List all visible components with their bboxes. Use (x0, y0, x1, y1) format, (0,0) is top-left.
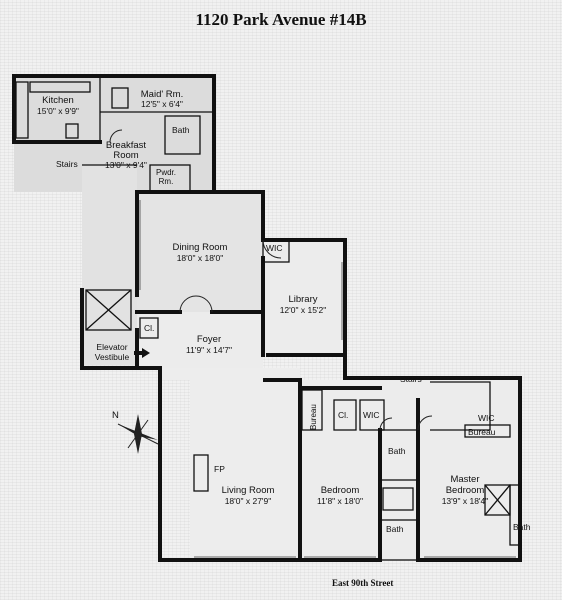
compass-icon (117, 414, 159, 454)
door-bath (379, 417, 393, 431)
bath-maid-box (164, 115, 201, 155)
wall-master-outline (416, 376, 522, 562)
maid-bed (111, 87, 129, 109)
wic-master-box (430, 381, 491, 431)
library-fill (263, 240, 345, 355)
kitchen-counter (15, 81, 29, 139)
wall-top-service (12, 74, 216, 114)
door-master (417, 415, 433, 431)
kitchen-counter-top (29, 81, 91, 93)
foyer-dim: 11'9" x 14'7" (186, 345, 232, 355)
library-name: Library (288, 294, 317, 305)
tub-bedroom-bath (382, 487, 414, 511)
bath-lower-box (379, 519, 419, 561)
closet-bed-box (333, 399, 357, 431)
wall-service-right (212, 110, 265, 242)
bedrooms-fill (300, 380, 520, 560)
powder-name2: Rm. (159, 177, 174, 186)
windows (139, 200, 516, 558)
maid-dim: 12'5" x 6'4" (141, 99, 183, 109)
bath-master-name: Bath (513, 522, 531, 532)
bureau-master-box (464, 424, 511, 438)
breakfast-dim: 13'0" x 9'4" (105, 160, 147, 170)
living-fill (160, 368, 300, 560)
wic-library-box (262, 239, 290, 263)
bedroom-dim: 11'8" x 18'0" (317, 496, 363, 506)
bureau-left-name: Bureau (309, 404, 318, 430)
maid-name: Maid' Rm. (141, 89, 183, 100)
foyer-closet-box (139, 317, 159, 339)
living-name: Living Room (222, 485, 275, 496)
kitchen-dim: 15'0" x 9'9" (37, 106, 79, 116)
master-name: Master (450, 474, 479, 485)
closet-bed-name: Cl. (338, 410, 348, 420)
living-dim: 18'0" x 27'9" (225, 496, 272, 506)
wall-living-right (263, 378, 302, 562)
wic-bed-box (359, 399, 385, 431)
foyer-name: Foyer (197, 334, 221, 345)
bureau-master-name: Bureau (468, 427, 496, 437)
bedroom-name: Bedroom (321, 485, 360, 496)
bath-maid-name: Bath (172, 125, 190, 135)
wall-kitchen-left (12, 74, 102, 144)
door-kitchen (109, 129, 123, 143)
kitchen-stove (65, 123, 79, 139)
dining-dim: 18'0" x 18'0" (177, 253, 224, 263)
door-dining-right (195, 295, 213, 313)
foyer-closet-name: Cl. (144, 323, 154, 333)
wall-vestibule (80, 288, 192, 562)
entry-arrow-icon (142, 348, 150, 358)
stairs-right-name: Stairs (400, 374, 422, 384)
wall-stairs-right (343, 353, 420, 380)
interior-walls (15, 78, 521, 561)
floorplan-title: 1120 Park Avenue #14B (195, 10, 367, 29)
street-label: East 90th Street (332, 578, 394, 588)
foyer-fill (137, 312, 263, 370)
powder-name: Pwdr. (156, 168, 176, 177)
dining-fill (137, 192, 263, 312)
compass-north-label: N (112, 410, 119, 421)
wic-library-name: WIC (266, 243, 283, 253)
doors (109, 129, 433, 431)
kitchen-name: Kitchen (42, 95, 74, 106)
wic-master-name: WIC (478, 413, 495, 423)
stair-hall-fill (82, 165, 137, 365)
master-dim: 13'9" x 18'4" (442, 496, 489, 506)
bureau-box (301, 389, 323, 431)
powder-box (149, 164, 191, 193)
library-dim: 12'0" x 15'2" (280, 305, 327, 315)
elevator-shaft (85, 289, 132, 331)
stairs-left-name: Stairs (56, 159, 78, 169)
elevator-name2: Vestibule (95, 352, 130, 362)
door-dining-left (179, 295, 197, 313)
fireplace-box (193, 454, 209, 492)
dining-name: Dining Room (173, 242, 228, 253)
room-labels: Kitchen 15'0" x 9'9" Maid' Rm. 12'5" x 6… (37, 89, 531, 534)
bath-mid-name: Bath (388, 446, 406, 456)
master-name2: Bedroom (446, 485, 485, 496)
wic-bed-name: WIC (363, 410, 380, 420)
bath-lower-name: Bath (386, 524, 404, 534)
door-library (262, 239, 282, 259)
bath-mid-box (379, 429, 419, 481)
breakfast-name2: Room (113, 150, 138, 161)
breakfast-name: Breakfast (106, 140, 146, 151)
fireplace-name: FP (214, 464, 225, 474)
elevator-name: Elevator (96, 342, 127, 352)
shower-master (484, 484, 511, 516)
